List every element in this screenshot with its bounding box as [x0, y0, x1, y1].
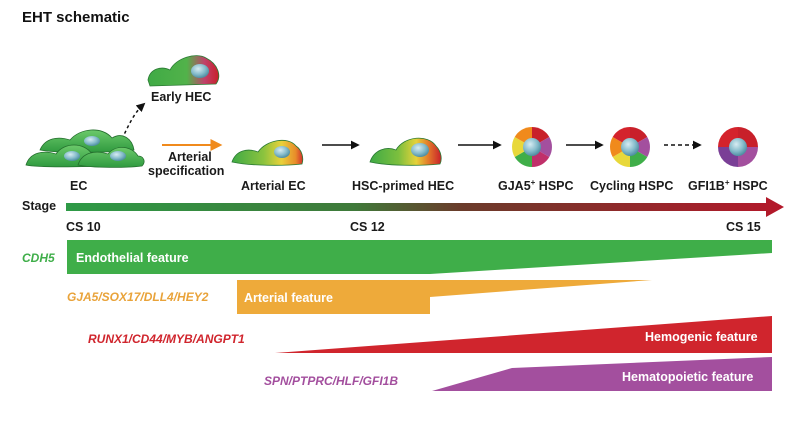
arterial-specification-label-1: Arterial — [168, 150, 212, 164]
gja5-hspc-label: GJA5+ HSPC — [498, 178, 574, 193]
hsc-primed-hec-cell-icon — [369, 137, 442, 166]
ec-label: EC — [70, 179, 87, 193]
arterial-ec-label: Arterial EC — [241, 179, 306, 193]
stage-label: Stage — [22, 199, 56, 213]
hspc-cell-icon — [718, 127, 758, 167]
stage-timeline-arrow — [66, 197, 784, 217]
hspc-cell-icon — [610, 127, 650, 167]
arterial-specification-label-2: specification — [148, 164, 224, 178]
tick-cs15: CS 15 — [726, 220, 761, 234]
endothelial-feature-label: Endothelial feature — [76, 251, 189, 265]
arterial-genes: GJA5/SOX17/DLL4/HEY2 — [67, 290, 209, 304]
early-hec-label: Early HEC — [151, 90, 211, 104]
hemogenic-feature-label: Hemogenic feature — [645, 330, 758, 344]
early-hec-cell-icon — [147, 55, 220, 87]
hsc-primed-hec-label: HSC-primed HEC — [352, 179, 454, 193]
tick-cs10: CS 10 — [66, 220, 101, 234]
hematopoietic-feature-label: Hematopoietic feature — [622, 370, 753, 384]
ec-cells-icon — [25, 129, 145, 168]
tick-cs12: CS 12 — [350, 220, 385, 234]
arterial-ec-cell-icon — [231, 139, 304, 166]
arterial-feature-label: Arterial feature — [244, 291, 333, 305]
hematopoietic-genes: SPN/PTPRC/HLF/GFI1B — [264, 374, 398, 388]
cycling-hspc-label: Cycling HSPC — [590, 179, 673, 193]
cdh5-genes: CDH5 — [22, 251, 55, 265]
hematopoietic-feature-band — [432, 357, 772, 391]
dashed-curved-arrow — [121, 102, 146, 140]
hspc-cell-icon — [512, 127, 552, 167]
hemogenic-feature-band — [275, 316, 772, 353]
arterial-feature-band — [237, 280, 652, 314]
gfi1b-hspc-label: GFI1B+ HSPC — [688, 178, 768, 193]
endothelial-feature-band — [67, 240, 772, 274]
hemogenic-genes: RUNX1/CD44/MYB/ANGPT1 — [88, 332, 245, 346]
diagram-title: EHT schematic — [22, 9, 130, 26]
